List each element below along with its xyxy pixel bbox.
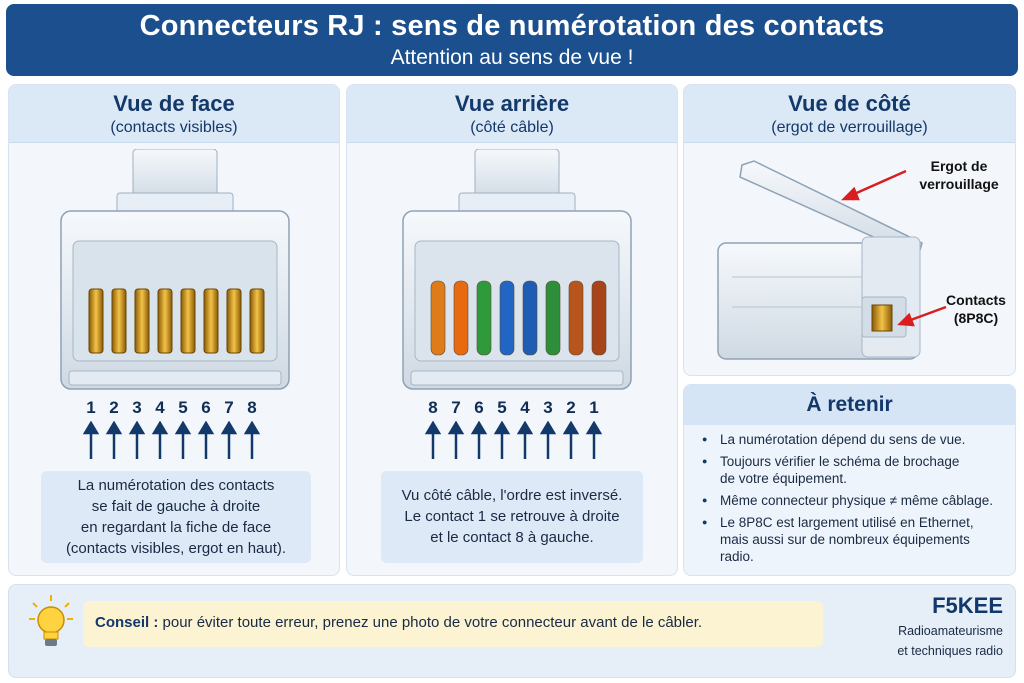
pin-number: 2 <box>566 398 576 417</box>
wire <box>522 280 538 356</box>
list-item: La numérotation dépend du sens de vue. <box>702 431 1005 448</box>
pin-number: 4 <box>155 398 165 417</box>
side-contacts <box>871 304 893 332</box>
rj45-side-illustration <box>717 160 923 360</box>
pin-number: 1 <box>589 398 599 417</box>
front-view-header: Vue de face (contacts visibles) <box>9 85 339 143</box>
side-view-title: Vue de côté <box>788 91 911 116</box>
list-item: Même connecteur physique ≠ même câblage. <box>702 492 1005 509</box>
remember-panel: À retenir La numérotation dépend du sens… <box>683 384 1016 576</box>
title-banner: Connecteurs RJ : sens de numérotation de… <box>6 4 1018 76</box>
main-subtitle: Attention au sens de vue ! <box>390 46 634 69</box>
pin-number: 3 <box>132 398 142 417</box>
pin-number: 1 <box>86 398 96 417</box>
wire <box>568 280 584 356</box>
wire <box>545 280 561 356</box>
front-view-note: La numérotation des contacts se fait de … <box>41 471 311 563</box>
wire <box>476 280 492 356</box>
pin-number: 2 <box>109 398 119 417</box>
brand-line-1: Radioamateurisme <box>898 624 1003 638</box>
back-pin-numbers: 8 7 6 5 4 3 2 1 <box>423 398 613 420</box>
pin-number: 8 <box>428 398 438 417</box>
tip-box: Conseil : pour éviter toute erreur, pren… <box>83 601 823 647</box>
back-view-panel: Vue arrière (côté câble) 8 7 6 5 4 3 2 1 <box>346 84 678 576</box>
remember-list: La numérotation dépend du sens de vue. T… <box>684 425 1015 565</box>
list-item: Toujours vérifier le schéma de brochaged… <box>702 453 1005 487</box>
pin-number: 5 <box>497 398 507 417</box>
latch-callout: Ergot de verrouillage <box>919 158 999 192</box>
pin-number: 4 <box>520 398 530 417</box>
brand-name: F5KEE <box>932 593 1003 618</box>
side-view-header: Vue de côté (ergot de verrouillage) <box>684 85 1015 143</box>
front-contacts <box>88 288 265 354</box>
back-view-title: Vue arrière <box>454 91 570 116</box>
front-arrow-up-icons <box>82 421 261 459</box>
callout-arrows <box>840 169 947 327</box>
pin-number: 5 <box>178 398 188 417</box>
tip-label: Conseil : <box>95 614 159 631</box>
front-pin-numbers: 1 2 3 4 5 6 7 8 <box>81 398 271 420</box>
pin-number: 7 <box>451 398 461 417</box>
wire <box>453 280 469 356</box>
back-wires <box>430 280 607 356</box>
wire <box>430 280 446 356</box>
front-view-subtitle: (contacts visibles) <box>110 119 238 136</box>
tip-text: pour éviter toute erreur, prenez une pho… <box>158 614 703 631</box>
back-view-subtitle: (côté câble) <box>470 119 554 136</box>
back-arrow-up-icons <box>424 421 603 459</box>
back-view-header: Vue arrière (côté câble) <box>347 85 677 143</box>
footer-bar: Conseil : pour éviter toute erreur, pren… <box>8 584 1016 678</box>
pin-number: 3 <box>543 398 553 417</box>
pin-number: 6 <box>474 398 484 417</box>
list-item: Le 8P8C est largement utilisé en Etherne… <box>702 514 1005 565</box>
brand-block: F5KEE Radioamateurisme et techniques rad… <box>897 593 1003 659</box>
rj45-front-illustration <box>60 149 290 390</box>
main-title: Connecteurs RJ : sens de numérotation de… <box>139 10 885 42</box>
wire <box>499 280 515 356</box>
pin-number: 8 <box>247 398 257 417</box>
rj45-back-illustration <box>402 149 632 390</box>
front-view-title: Vue de face <box>113 91 235 116</box>
side-view-panel: Vue de côté (ergot de verrouillage) Ergo… <box>683 84 1016 376</box>
wire <box>591 280 607 356</box>
side-view-subtitle: (ergot de verrouillage) <box>771 119 928 136</box>
lightbulb-icon <box>29 595 73 646</box>
contacts-callout: Contacts (8P8C) <box>946 292 1006 326</box>
back-view-note: Vu côté câble, l'ordre est inversé. Le c… <box>381 471 643 563</box>
pin-number: 6 <box>201 398 211 417</box>
front-view-panel: Vue de face (contacts visibles) 1 <box>8 84 340 576</box>
remember-title: À retenir <box>684 385 1015 425</box>
pin-number: 7 <box>224 398 234 417</box>
brand-line-2: et techniques radio <box>897 644 1003 658</box>
